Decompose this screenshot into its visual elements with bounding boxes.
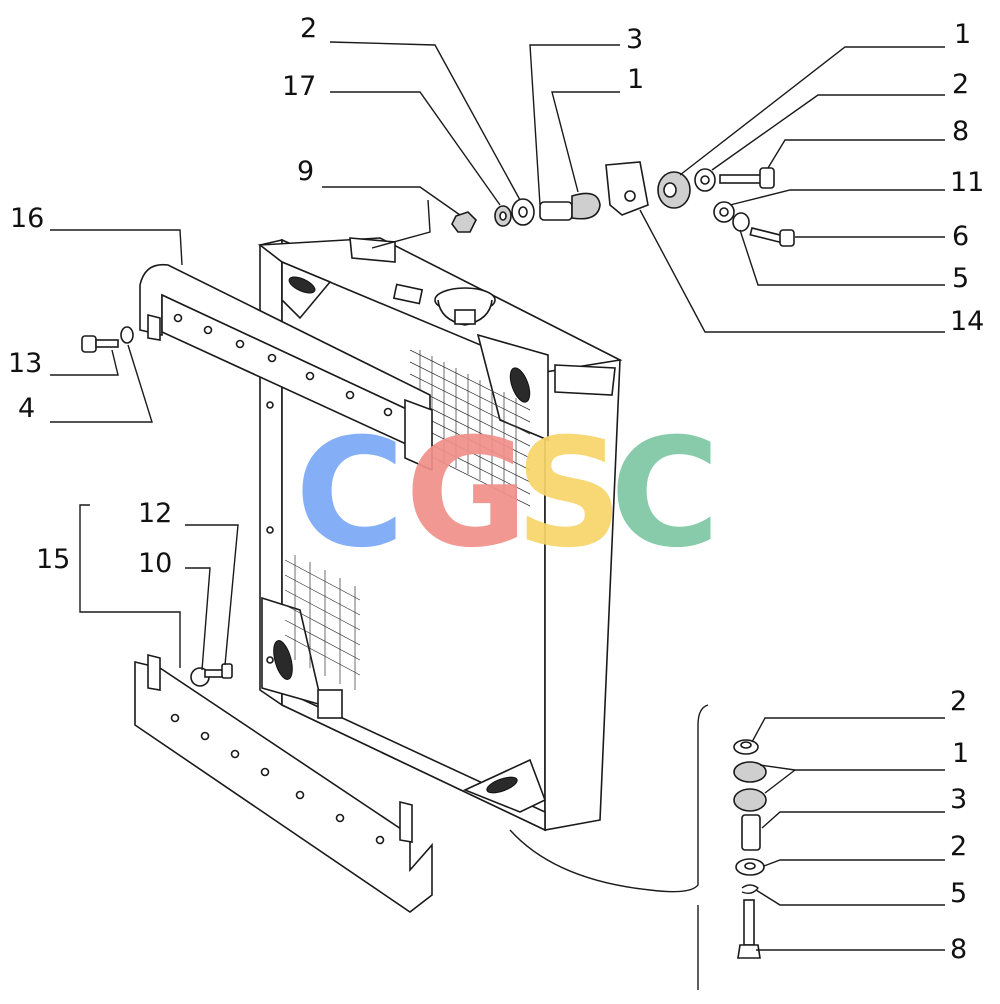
watermark-letter-g: G [405,407,528,581]
callout-11: 11 [950,167,984,198]
callout-13: 13 [8,348,42,379]
top-shroud [139,263,433,472]
callout-16: 16 [10,203,44,234]
watermark-letter-s: S [515,407,623,581]
callout-10: 10 [138,548,172,579]
hardware-top [451,161,795,247]
callout-3-top: 3 [626,24,643,55]
callout-5-stack: 5 [950,878,967,909]
watermark-letter-c1: C [295,407,405,581]
callout-12: 12 [138,498,172,529]
watermark-letter-c2: C [610,407,720,581]
callout-15: 15 [36,544,70,575]
callout-5-right: 5 [952,263,969,294]
callout-9: 9 [297,156,314,187]
callout-4: 4 [18,393,35,424]
callout-3-stack: 3 [950,784,967,815]
watermark-logo: C G S C [295,407,720,581]
callout-2-right: 2 [952,69,969,100]
callout-1-stack: 1 [952,738,969,769]
bottom-shroud [134,653,433,913]
callout-labels: 2 17 9 3 1 1 2 8 11 6 5 14 16 13 4 12 10… [8,13,984,965]
callout-8-stack: 8 [950,934,967,965]
callout-17: 17 [282,71,316,102]
callout-8-right: 8 [952,116,969,147]
leader-lines [50,41,945,951]
callout-6: 6 [952,221,969,252]
callout-2-stack-a: 2 [950,686,967,717]
callout-1-top: 1 [627,64,644,95]
hardware-left [81,326,233,687]
mount-stack [509,704,767,990]
callout-2-top: 2 [300,13,317,44]
callout-2-stack-b: 2 [950,831,967,862]
callout-14: 14 [950,306,984,337]
callout-1-right: 1 [954,19,971,50]
